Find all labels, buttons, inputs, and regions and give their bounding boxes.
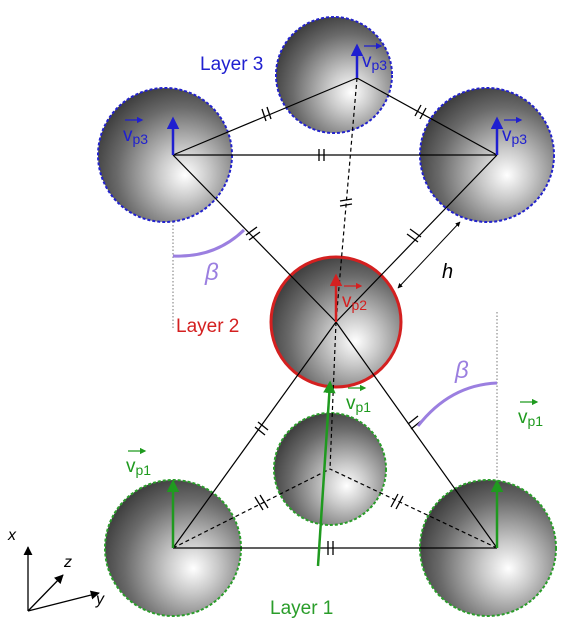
- beta-label-left: β: [204, 259, 219, 286]
- h-label: h: [442, 261, 453, 283]
- layer3-sphere-top: [275, 16, 393, 134]
- vp3-label-top: vp3: [362, 51, 387, 73]
- axis-x-label: x: [7, 527, 17, 544]
- vp1-arrow-center: [316, 380, 336, 567]
- vp1-label-left: vp1: [126, 456, 151, 478]
- beta-label-right: β: [454, 357, 469, 384]
- vp2-label: vp2: [342, 291, 367, 313]
- coordinate-axes: [23, 546, 100, 612]
- layer3-label: Layer 3: [200, 54, 263, 75]
- vp3-label-right: vp3: [502, 125, 527, 147]
- layer2-label: Layer 2: [176, 316, 239, 337]
- vp1-label-center: vp1: [346, 393, 371, 415]
- vp3-label-left: vp3: [123, 125, 148, 147]
- axis-y-label: y: [95, 591, 105, 608]
- beta-arc-right: [416, 381, 498, 427]
- vp1-label-right: vp1: [518, 407, 543, 429]
- layer1-triangle: [172, 321, 498, 549]
- layer1-label: Layer 1: [270, 598, 333, 619]
- beta-arc-left: [172, 228, 246, 258]
- h-dimension-arrow: [397, 221, 461, 289]
- axis-z-label: z: [63, 554, 72, 571]
